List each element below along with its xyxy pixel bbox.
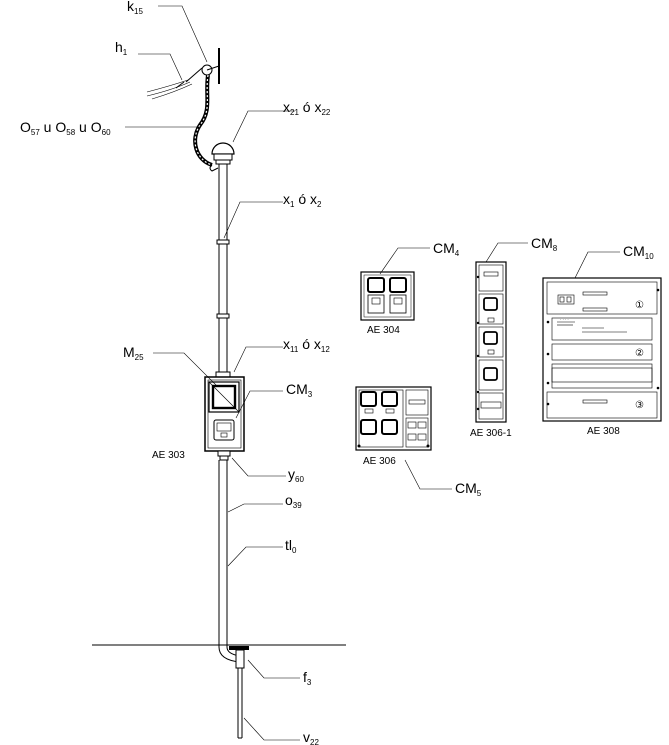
meter-box-ae306 xyxy=(355,386,432,451)
caption-ae306-1: AE 306-1 xyxy=(470,428,512,439)
label-k15: k15 xyxy=(127,0,143,16)
circled-1: ① xyxy=(635,300,644,311)
label-o57-o58-o60: O57 u O58 u O60 xyxy=(20,119,111,137)
caption-ae308: AE 308 xyxy=(587,426,620,437)
service-mast xyxy=(215,164,231,378)
ground-rod xyxy=(229,646,249,739)
label-y60: y60 xyxy=(288,466,304,484)
caption-ae306: AE 306 xyxy=(363,456,396,467)
weatherhead-cap xyxy=(209,142,235,172)
label-cm4: CM4 xyxy=(433,240,460,258)
caption-ae304: AE 304 xyxy=(367,325,400,336)
meter-column-ae306-1 xyxy=(475,261,507,423)
distribution-cabinet-ae308: · · · · ① ② ③ xyxy=(542,277,662,422)
label-cm5: CM5 xyxy=(455,480,482,498)
leader-cm8 xyxy=(485,242,528,263)
leader-cm4 xyxy=(379,247,430,275)
lower-conduit xyxy=(218,460,241,663)
leader-lines xyxy=(125,5,300,741)
label-f3: f3 xyxy=(303,669,312,687)
meter-box-ae303 xyxy=(204,376,245,461)
twisted-service-cable xyxy=(193,74,213,167)
cabinet-fine-print: · · · · xyxy=(560,317,569,322)
meter-box-ae304 xyxy=(360,271,415,321)
leader-cm5 xyxy=(404,459,452,490)
label-o39: o39 xyxy=(285,492,302,510)
label-m25: M25 xyxy=(123,344,144,362)
leader-cm10 xyxy=(574,251,620,279)
label-h1: h1 xyxy=(115,39,128,57)
caption-ae303: AE 303 xyxy=(152,450,185,461)
circled-2: ② xyxy=(635,348,644,359)
circled-3: ③ xyxy=(635,400,644,411)
label-x11-x12: x11 ó x12 xyxy=(283,336,330,354)
label-tl0: tl0 xyxy=(285,537,297,555)
label-x1-x2: x1 ó x2 xyxy=(283,191,322,209)
label-cm8: CM8 xyxy=(531,235,558,253)
wall-anchor-bracket xyxy=(185,48,220,84)
label-x21-x22: x21 ó x22 xyxy=(283,99,331,117)
service-drop-cable xyxy=(146,79,193,100)
label-cm10: CM10 xyxy=(623,243,654,261)
label-v22: v22 xyxy=(303,729,319,745)
label-cm3: CM3 xyxy=(286,381,313,399)
